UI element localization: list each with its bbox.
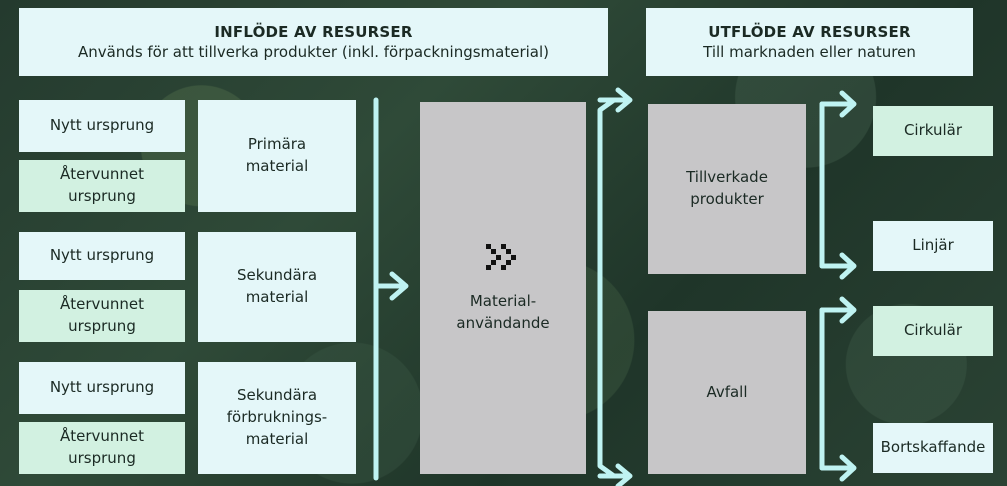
inflow-title: INFLÖDE AV RESURSER <box>214 22 413 41</box>
output-waste: Avfall <box>648 311 806 474</box>
destination-linear: Linjär <box>873 221 993 271</box>
material-usage-label: Material- användande <box>456 292 550 332</box>
origin-new-1: Nytt ursprung <box>19 100 185 152</box>
arrow-to-circular-1-head <box>839 90 857 118</box>
destination-disposal: Bortskaffande <box>873 423 993 473</box>
origin-recycled-3: Återvunnet ursprung <box>19 422 185 474</box>
output-products: Tillverkade produkter <box>648 104 806 274</box>
arrow-to-waste-head <box>615 463 633 486</box>
arrow-to-usage-head <box>389 271 409 301</box>
usage-split-line <box>597 97 617 479</box>
destination-circular-1: Cirkulär <box>873 106 993 156</box>
double-chevron-right-icon <box>486 244 516 271</box>
inflow-subtitle: Används för att tillverka produkter (ink… <box>77 43 550 61</box>
origin-recycled-1: Återvunnet ursprung <box>19 160 185 212</box>
outflow-header: UTFLÖDE AV RESURSER Till marknaden eller… <box>646 8 973 76</box>
outflow-title: UTFLÖDE AV RESURSER <box>708 22 911 41</box>
arrow-to-products-head <box>615 87 633 113</box>
arrow-to-linear-head <box>839 252 857 280</box>
destination-circular-2: Cirkulär <box>873 306 993 356</box>
arrow-to-disposal-head <box>839 454 857 482</box>
inflow-header: INFLÖDE AV RESURSER Används för att till… <box>19 8 608 76</box>
origin-recycled-2: Återvunnet ursprung <box>19 290 185 342</box>
origin-new-3: Nytt ursprung <box>19 362 185 414</box>
material-secondary: Sekundära material <box>198 232 356 342</box>
outflow-subtitle: Till marknaden eller naturen <box>703 43 916 61</box>
arrow-to-circular-2-head <box>839 296 857 324</box>
material-usage-box: Material- användande <box>420 102 586 474</box>
material-secondary-consumables: Sekundära förbruknings- material <box>198 362 356 474</box>
origin-new-2: Nytt ursprung <box>19 232 185 280</box>
material-primary: Primära material <box>198 100 356 212</box>
